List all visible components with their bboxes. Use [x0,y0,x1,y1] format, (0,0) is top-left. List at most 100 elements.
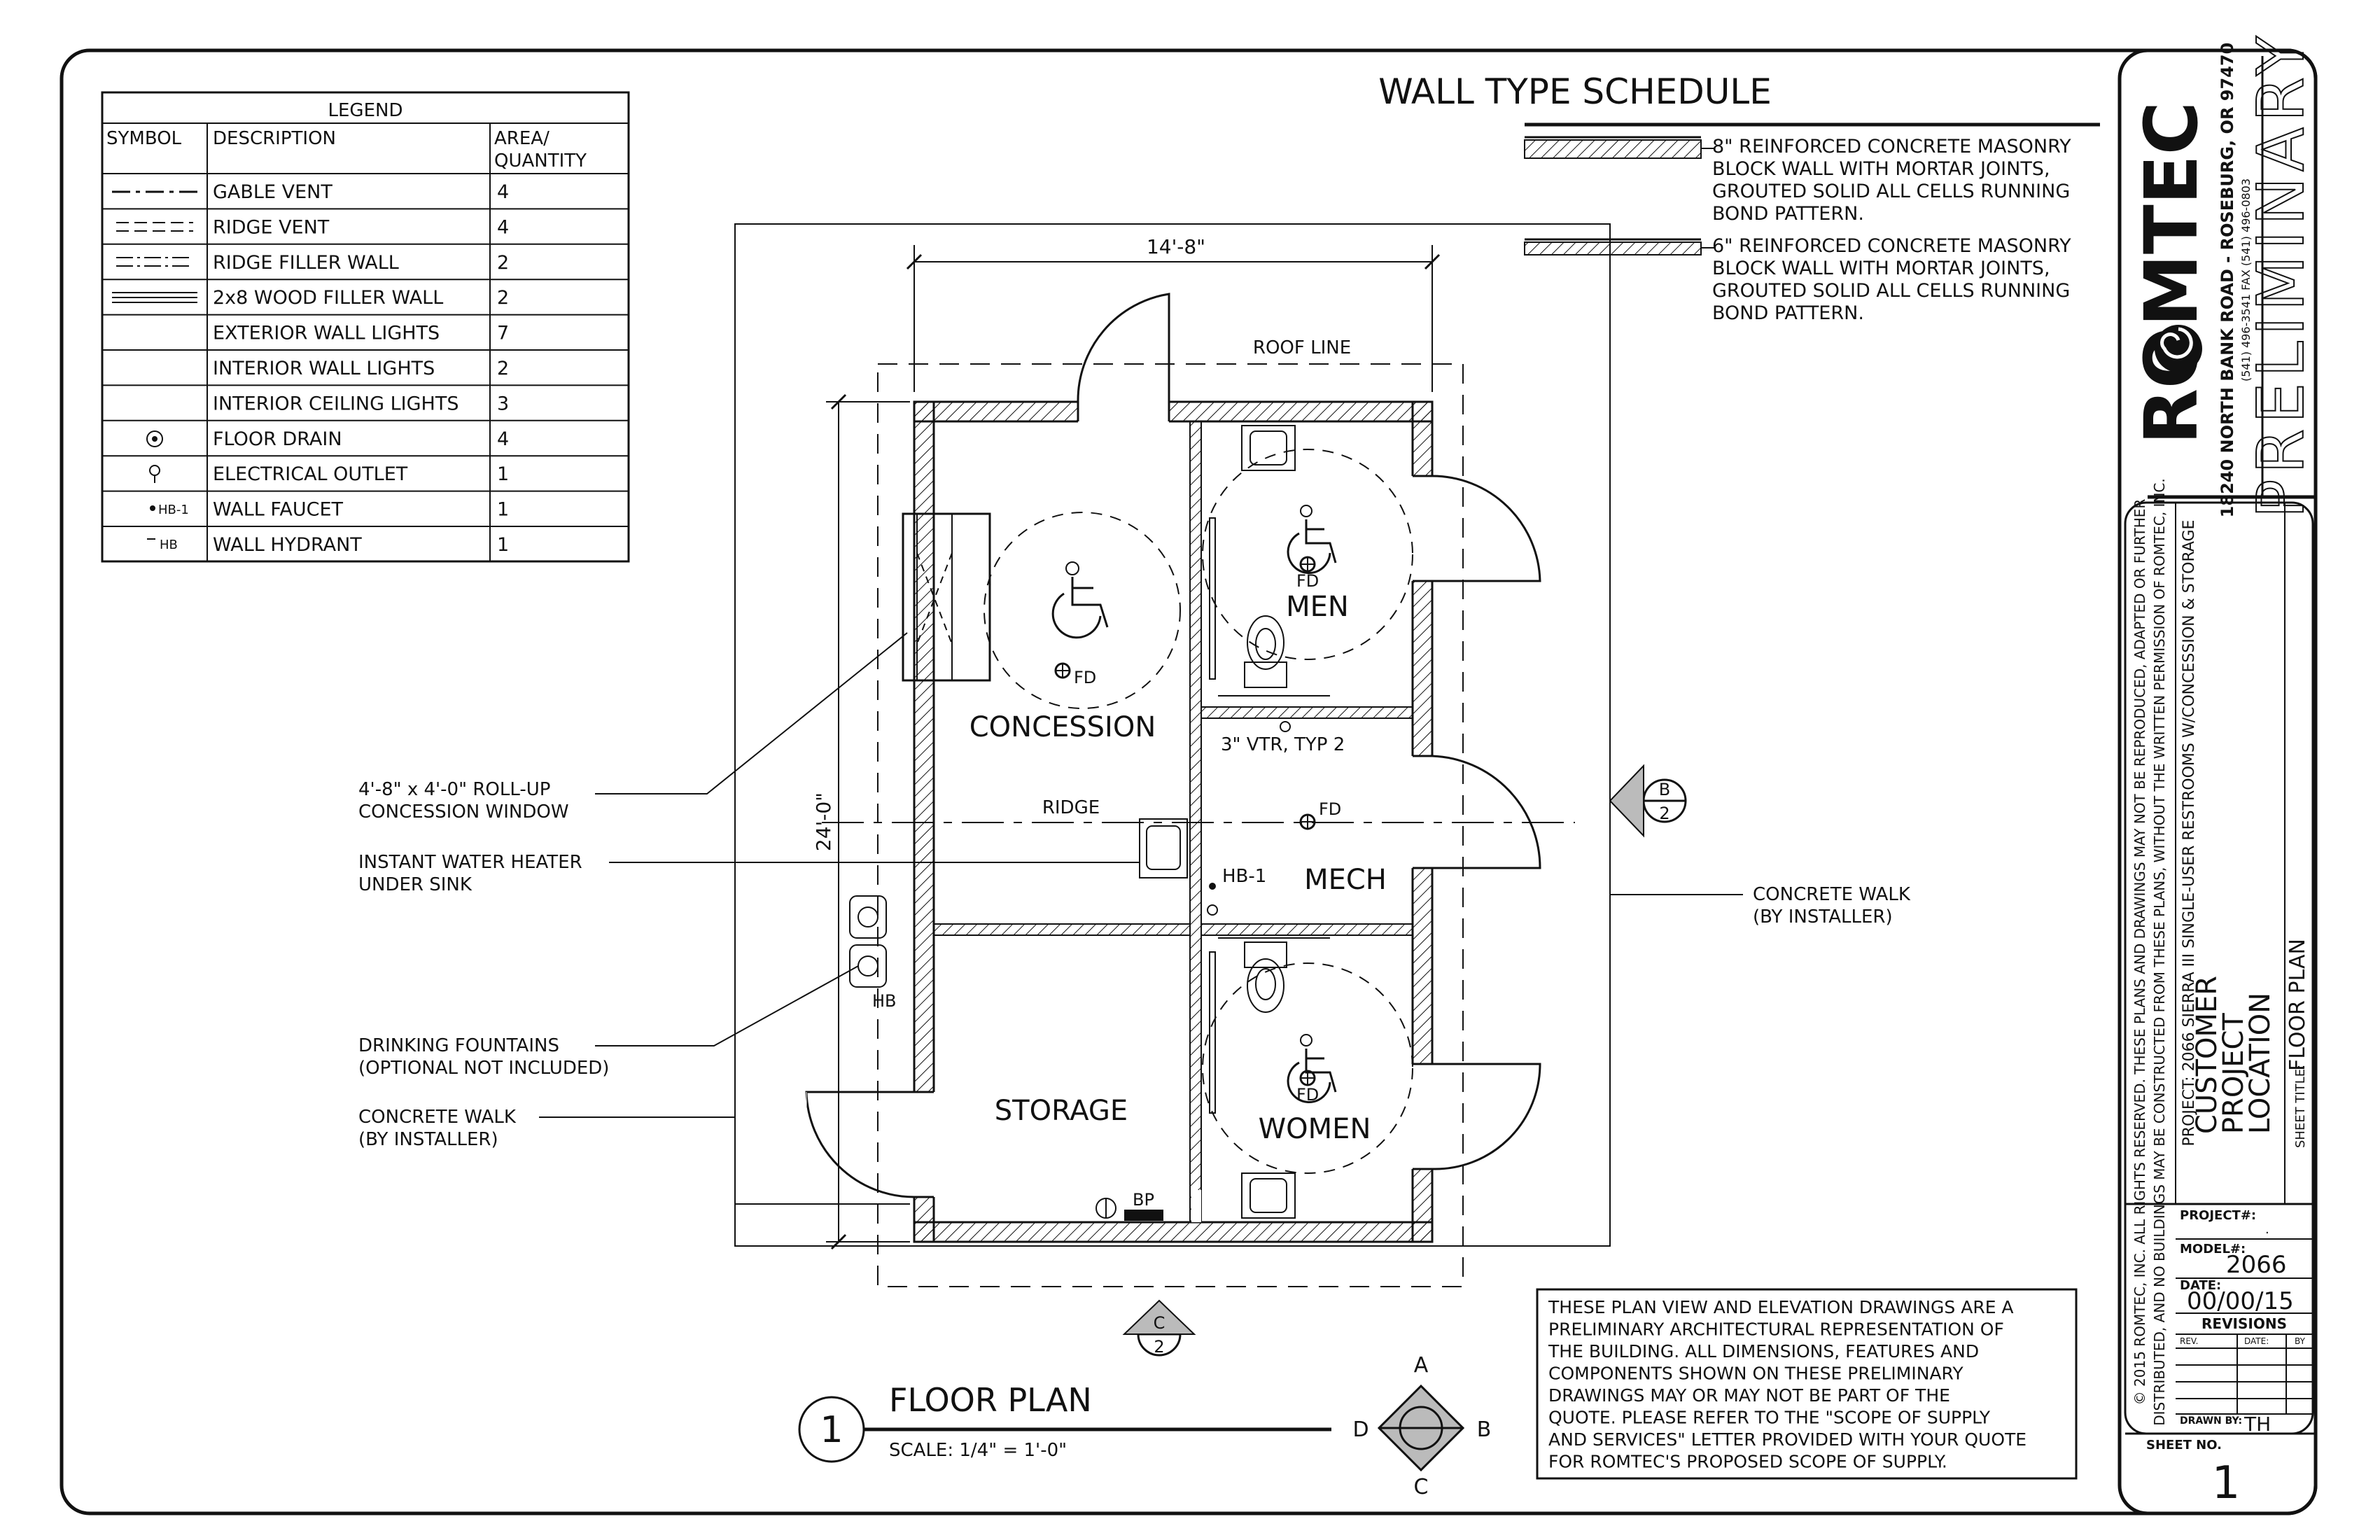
wall-type-schedule: WALL TYPE SCHEDULE 8" REINFORCED CONCRET… [1378,71,2100,324]
location-name: LOCATION [2244,993,2276,1134]
wall-hydrant-icon: HB [147,538,178,552]
svg-text:FD: FD [1074,668,1096,687]
project-number-label: PROJECT#: [2180,1208,2256,1223]
svg-text:D: D [1352,1418,1368,1442]
customer-name: CUSTOMER [2191,976,2223,1134]
legend-header-area: AREA/ [494,128,550,149]
floor-plan: 14'-8" 24'-0" ROOF LINE RIDGE CONCESSION… [734,223,1687,1357]
svg-text:FD: FD [1319,799,1341,819]
legend-row-description: RIDGE VENT [213,216,330,238]
ridge-label: RIDGE [1042,797,1100,818]
drinking-fountains: HB [849,895,897,1011]
drawing-number: 1 [820,1409,843,1451]
svg-text:FD: FD [1296,571,1319,591]
svg-text:BP: BP [1133,1190,1154,1210]
note-line: THESE PLAN VIEW AND ELEVATION DRAWINGS A… [1548,1297,2014,1317]
svg-text:UNDER SINK: UNDER SINK [358,874,472,895]
wall-type-8in-line-2: BLOCK WALL WITH MORTAR JOINTS, [1712,158,2050,180]
sink-women [1241,1172,1296,1219]
roof-line-label: ROOF LINE [1253,337,1351,358]
date-value: 00/00/15 [2187,1287,2294,1315]
room-women: WOMEN [1259,1113,1371,1145]
company-name: ROMTEC [2129,102,2214,444]
note-line: PRELIMINARY ARCHITECTURAL REPRESENTATION… [1548,1320,2004,1340]
legend-table: LEGEND SYMBOL DESCRIPTION AREA/ QUANTITY… [101,91,630,563]
turning-circle-women [1202,962,1413,1174]
legend-row-quantity: 1 [497,534,509,556]
floor-drain-concession: FD [1054,662,1096,687]
dimension-height: 24'-0" [812,393,910,1250]
model-number: 2066 [2226,1251,2287,1279]
drawing-title: 1 FLOOR PLAN SCALE: 1/4" = 1'-0" [798,1381,1331,1463]
legend-row-description: WALL HYDRANT [213,534,362,556]
legend-row-quantity: 3 [497,393,509,414]
note-line: THE BUILDING. ALL DIMENSIONS, FEATURES A… [1548,1341,1979,1362]
wall-type-8in-line-1: 8" REINFORCED CONCRETE MASONRY [1712,136,2071,158]
project-name: PROJECT [2218,1013,2250,1134]
svg-text:INSTANT WATER HEATER: INSTANT WATER HEATER [358,852,582,873]
backflow-preventer: BP [1096,1190,1163,1221]
section-marker-c2: C 2 [1122,1299,1196,1357]
svg-text:A: A [1414,1353,1429,1378]
legend-title: LEGEND [328,100,403,121]
floor-drain-mech: FD [1299,799,1341,830]
callout-heater: INSTANT WATER HEATER UNDER SINK [358,852,1140,895]
accessible-icon-women [1287,1034,1337,1103]
drawing-title-text: FLOOR PLAN [889,1381,1092,1419]
svg-text:FD: FD [1296,1085,1319,1105]
svg-text:HB-1: HB-1 [158,503,189,517]
wall-type-8in-line-4: BOND PATTERN. [1712,203,1864,225]
svg-text:C: C [1414,1475,1429,1499]
room-mech: MECH [1304,864,1387,896]
date-label: DATE: [2180,1278,2221,1293]
model-label: MODEL#: [2180,1242,2246,1256]
wall-schedule-title: WALL TYPE SCHEDULE [1378,71,1772,112]
legend-header-symbol: SYMBOL [106,128,182,149]
svg-text:C: C [1154,1313,1166,1333]
legend-row-description: GABLE VENT [213,181,332,203]
wall-faucet-icon: HB-1 [150,503,189,517]
accessible-icon-concession [1051,561,1109,639]
room-concession: CONCESSION [969,711,1156,743]
legend-row-description: 2x8 WOOD FILLER WALL [213,287,443,309]
project-description: PROJECT: 2066 SIERRA III SINGLE-USER RES… [2180,520,2198,1147]
svg-text:DRINKING FOUNTAINS: DRINKING FOUNTAINS [358,1035,559,1056]
turning-circle-concession [983,512,1181,709]
project-number: . [2265,1222,2269,1237]
compass: A B C D [1352,1353,1491,1499]
preliminary-stamp: PRELIMINARY [2244,31,2318,518]
note-line: DRAWINGS MAY OR MAY NOT BE PART OF THE [1548,1385,1950,1406]
wall-type-6in-line-4: BOND PATTERN. [1712,302,1864,324]
legend-row-description: EXTERIOR WALL LIGHTS [213,323,440,344]
note-line: FOR ROMTEC'S PROPOSED SCOPE OF SUPPLY. [1548,1452,1947,1472]
room-men: MEN [1286,591,1349,623]
dimension-width: 14'-8" [906,235,1441,392]
svg-text:2: 2 [1154,1337,1164,1357]
callout-window: 4'-8" x 4'-0" ROLL-UP CONCESSION WINDOW [358,632,908,822]
legend-row-quantity: 4 [497,181,509,203]
legend-row-description: INTERIOR CEILING LIGHTS [213,393,458,414]
floor-drain-icon [146,430,163,447]
svg-text:CONCRETE WALK: CONCRETE WALK [1753,884,1911,905]
svg-text:B: B [1659,780,1670,799]
wall-type-8in-line-3: GROUTED SOLID ALL CELLS RUNNING [1712,181,2070,202]
vtr-label: 3" VTR, TYP 2 [1221,734,1345,755]
note-line: QUOTE. PLEASE REFER TO THE "SCOPE OF SUP… [1548,1408,1991,1428]
legend-row-description: RIDGE FILLER WALL [213,252,399,274]
rev-col-date: DATE: [2244,1336,2269,1346]
drawn-by-label: DRAWN BY: [2180,1415,2242,1427]
wall-type-6in-swatch [1524,241,1702,255]
callout-walk-left: CONCRETE WALK (BY INSTALLER) [358,1107,735,1150]
sink-men [1241,425,1296,471]
rollup-window [902,512,991,682]
svg-text:CONCRETE WALK: CONCRETE WALK [358,1107,517,1128]
sheet-title-label: SHEET TITLE: [2293,1065,2308,1148]
copyright-line-1: © 2015 ROMTEC, INC. ALL RIGHTS RESERVED.… [2132,499,2148,1406]
wall-type-8in-swatch [1524,139,1702,159]
sink-concession [1139,818,1188,878]
wall-type-6in-line-1: 6" REINFORCED CONCRETE MASONRY [1712,235,2071,257]
legend-header-description: DESCRIPTION [213,128,336,149]
legend-row-quantity: 7 [497,323,509,344]
note-line: AND SERVICES" LETTER PROVIDED WITH YOUR … [1548,1429,2026,1450]
svg-text:HB: HB [160,538,178,552]
